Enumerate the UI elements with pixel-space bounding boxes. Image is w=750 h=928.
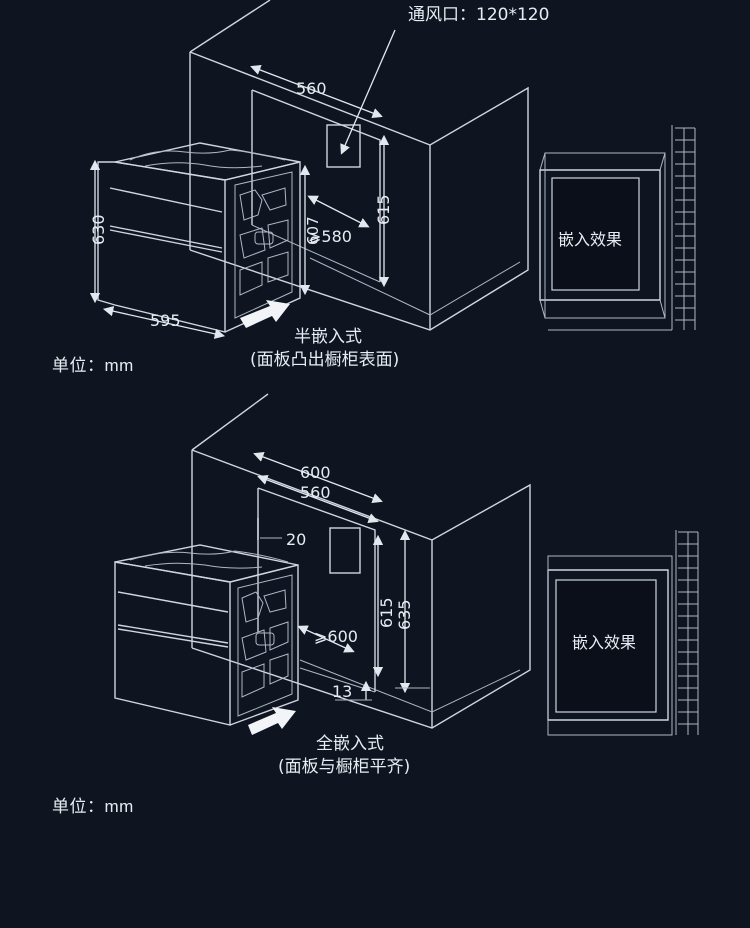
top-dimensions bbox=[89, 64, 390, 339]
dim-20: 20 bbox=[286, 530, 306, 549]
dim-600-width: 600 bbox=[300, 463, 331, 482]
bottom-cabinet bbox=[191, 393, 531, 729]
push-arrow-icon bbox=[248, 707, 296, 735]
effect-label-bottom: 嵌入效果 bbox=[572, 633, 636, 652]
push-arrow-icon bbox=[240, 300, 290, 328]
dim-13: 13 bbox=[332, 682, 352, 701]
dim-600-depth: ⩾600 bbox=[314, 627, 358, 646]
dim-630: 630 bbox=[89, 214, 108, 245]
dim-560-width: 560 bbox=[300, 483, 331, 502]
dim-580: ⩾580 bbox=[308, 227, 352, 246]
dim-615-bottom: 615 bbox=[377, 597, 396, 628]
effect-label-top: 嵌入效果 bbox=[558, 230, 622, 249]
dim-595: 595 bbox=[150, 311, 181, 330]
top-cabinet bbox=[189, 0, 529, 331]
vent-label: 通风口：120*120 bbox=[408, 5, 549, 25]
dim-607: 607 bbox=[304, 216, 322, 245]
bottom-effect-box bbox=[547, 530, 699, 736]
caption-half-embedded: 半嵌入式 bbox=[294, 327, 362, 347]
unit-label-bottom: 单位：mm bbox=[52, 797, 134, 816]
dim-635: 635 bbox=[395, 599, 414, 630]
vent-opening bbox=[329, 527, 361, 574]
caption-full-embedded-sub: (面板与橱柜平齐) bbox=[278, 757, 410, 777]
unit-label-top: 单位：mm bbox=[52, 356, 134, 375]
top-effect-box bbox=[539, 125, 696, 331]
caption-half-embedded-sub: (面板凸出橱柜表面) bbox=[250, 350, 399, 370]
dim-615-top: 615 bbox=[374, 194, 393, 225]
bottom-unit bbox=[114, 544, 299, 726]
vent-leader bbox=[340, 29, 396, 155]
dim-560-top: 560 bbox=[296, 79, 327, 98]
vent-opening bbox=[326, 124, 361, 168]
caption-full-embedded: 全嵌入式 bbox=[316, 734, 384, 754]
bottom-dimensions bbox=[253, 451, 430, 701]
